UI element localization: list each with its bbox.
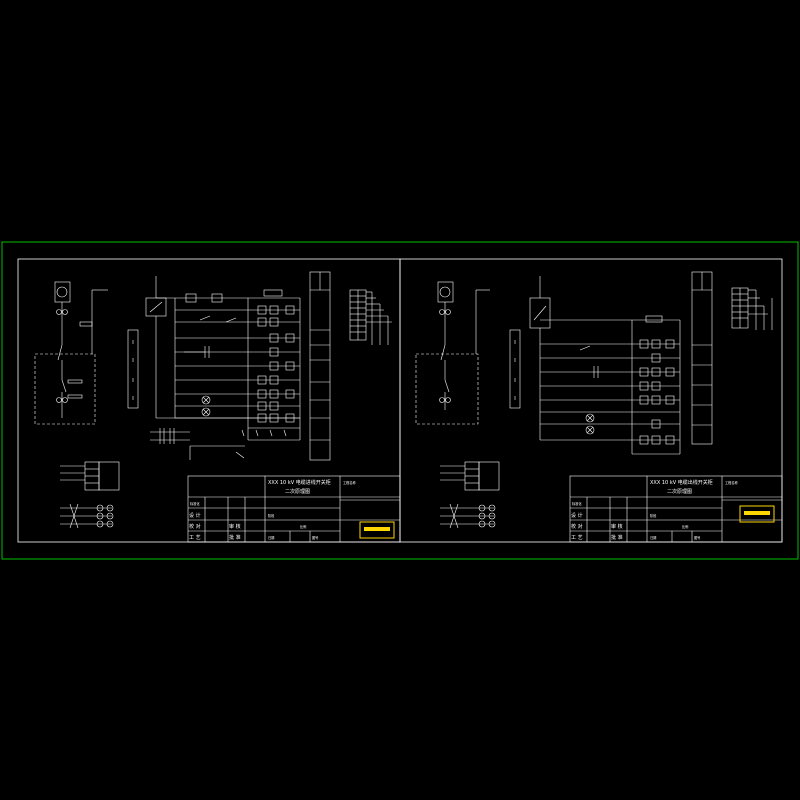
sheet-1-title-line1: XXX 10 kV 电缆进线开关柜	[268, 479, 331, 486]
sheet-1-number-label: 图号	[312, 535, 318, 540]
sheet-1-legend-relays	[60, 461, 120, 491]
sheet-1-control-circuit	[145, 276, 301, 460]
sheet-1-check-label: 校 对	[189, 523, 201, 530]
sheet-2-standard-label: 标准化	[572, 501, 582, 506]
sheet-1-date-label: 日期	[268, 535, 274, 540]
sheet-2	[415, 271, 783, 543]
sheet-1-approve-label: 批 准	[229, 534, 241, 541]
sheet-2-primary-diagram	[415, 281, 521, 425]
sheet-1-legend-switch	[60, 503, 114, 529]
sheet-2-title-line1: XXX 10 kV 电缆出线开关柜	[650, 479, 713, 486]
sheet-1-title-block	[187, 475, 401, 543]
sheet-1-stage-label: 阶段	[268, 513, 275, 518]
sheet-2-title-line2: 二次原理图	[667, 488, 692, 495]
sheet-2-craft-label: 工 艺	[571, 535, 583, 541]
sheet-1-project-label: 工程名称	[343, 480, 357, 485]
sheet-2-design-label: 设 计	[571, 512, 583, 519]
sheet-2-function-column	[691, 271, 713, 445]
sheet-2-stamp-bar	[744, 511, 770, 515]
sheet-2-stamp	[739, 505, 775, 523]
sheet-1-stamp-bar	[364, 527, 390, 531]
sheet-2-date-label: 日期	[650, 535, 656, 540]
drawing-frame	[1, 241, 799, 560]
sheet-2-number-label: 图号	[694, 535, 700, 540]
sheet-2-check-label: 校 对	[571, 523, 583, 530]
sheet-1-review-label: 审 核	[229, 523, 241, 530]
sheet-2-review-label: 审 核	[611, 523, 623, 530]
sheet-1-craft-label: 工 艺	[189, 535, 201, 541]
sheet-2-contact-table	[731, 287, 773, 330]
sheet-2-control-circuit	[529, 276, 681, 455]
sheet-2-title-block	[569, 475, 783, 543]
sheet-1	[34, 271, 401, 543]
sheet-2-stage-label: 阶段	[650, 513, 657, 518]
sheet-2-legend-switch	[440, 503, 496, 529]
sheet-1-stamp	[359, 521, 395, 539]
sheet-1-standard-label: 标准化	[190, 501, 200, 506]
sheet-1-design-label: 设 计	[189, 512, 201, 519]
sheet-1-title-line2: 二次原理图	[285, 488, 310, 495]
sheet-2-legend-relays	[440, 461, 500, 491]
sheet-1-primary-diagram	[34, 281, 139, 425]
sheet-2-project-label: 工程名称	[725, 480, 739, 485]
sheet-2-scale-label: 比例	[682, 524, 688, 529]
sheet-1-contact-table	[349, 289, 392, 345]
sheet-1-scale-label: 比例	[300, 524, 306, 529]
sheet-2-approve-label: 批 准	[611, 534, 623, 541]
sheet-1-function-column	[309, 271, 331, 461]
